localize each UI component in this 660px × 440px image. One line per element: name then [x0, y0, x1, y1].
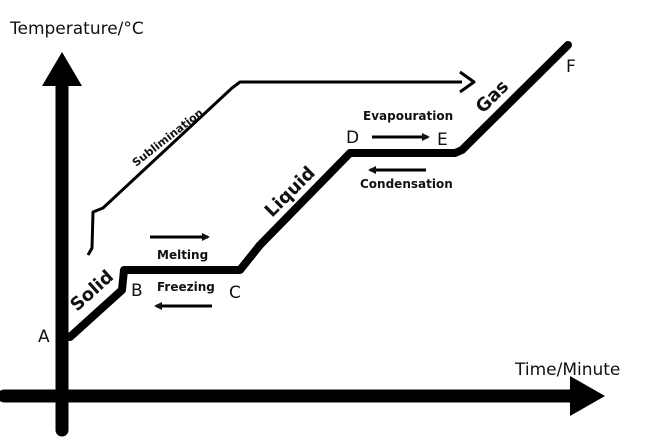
evaporation-label: Evapouration [363, 109, 453, 123]
point-f-label: F [566, 57, 576, 77]
sublimation-label: Sublimination [130, 106, 206, 169]
solid-phase-label: Solid [66, 266, 118, 315]
x-axis-label: Time/Minute [514, 360, 620, 380]
sublimation-path [86, 80, 462, 256]
melting-label: Melting [157, 248, 208, 262]
freezing-label: Freezing [157, 280, 215, 294]
y-axis-arrowhead [42, 52, 82, 86]
x-axis-arrowhead [570, 376, 605, 416]
condensation-label: Condensation [360, 177, 453, 191]
point-d-label: D [346, 128, 359, 148]
y-axis-label: Temperature/°C [9, 19, 144, 39]
heating-curve [66, 41, 572, 341]
gas-phase-label: Gas [472, 76, 513, 117]
point-e-label: E [437, 130, 448, 150]
sublimation-arrowhead [459, 70, 476, 94]
point-a-label: A [38, 327, 50, 347]
point-b-label: B [131, 281, 143, 301]
point-c-label: C [229, 283, 241, 303]
